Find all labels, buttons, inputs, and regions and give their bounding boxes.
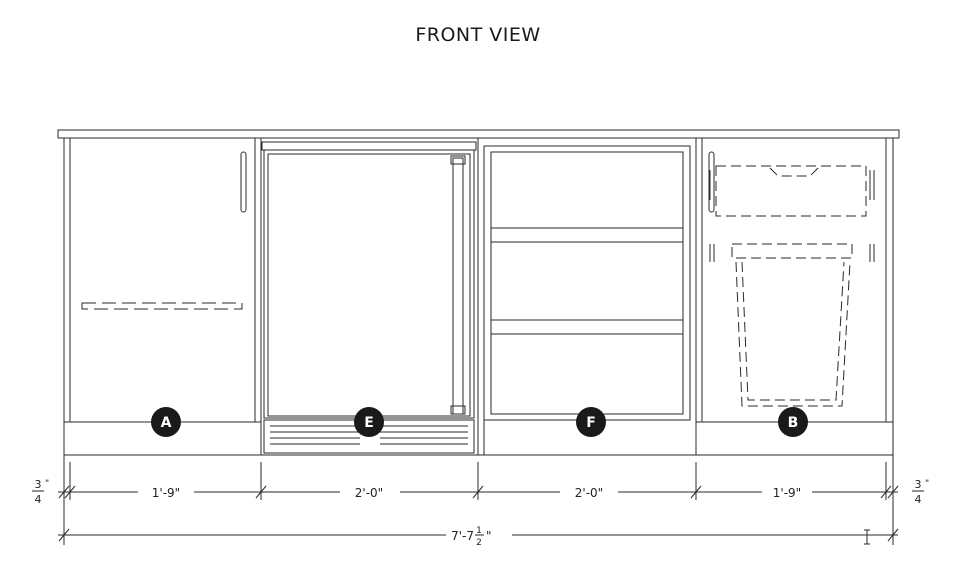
svg-text:B: B [788, 415, 799, 431]
fridge-handle [452, 157, 464, 415]
svg-text:": " [486, 529, 492, 543]
dim-left-overhang: 3 " 4 [32, 478, 49, 506]
countertop [57, 129, 900, 139]
svg-text:F: F [586, 415, 596, 431]
svg-text:E: E [364, 415, 374, 431]
drawing-title: FRONT VIEW [415, 24, 541, 46]
dim-section-b: 1'-9" [773, 486, 801, 500]
svg-text:": " [45, 479, 49, 489]
hidden-shelf [81, 302, 243, 310]
svg-text:4: 4 [35, 493, 42, 506]
section-e-refrigerator [261, 141, 477, 454]
dim-section-a: 1'-9" [152, 486, 180, 500]
svg-text:7'-7: 7'-7 [451, 529, 474, 543]
badge-f: F [576, 407, 606, 437]
badge-e: E [354, 407, 384, 437]
svg-text:1: 1 [476, 526, 482, 536]
dim-right-overhang: 3 " 4 [912, 478, 929, 506]
svg-text:3: 3 [915, 478, 922, 491]
dimension-lines [58, 435, 899, 545]
svg-text:2: 2 [476, 538, 482, 548]
badge-a: A [151, 407, 181, 437]
svg-text:3: 3 [35, 478, 42, 491]
svg-text:4: 4 [915, 493, 922, 506]
door-handle [240, 151, 247, 213]
dim-total-width: 7'-7 1 2 " [451, 526, 491, 548]
dim-section-f: 2'-0" [575, 486, 603, 500]
badge-b: B [778, 407, 808, 437]
dim-section-e: 2'-0" [355, 486, 383, 500]
section-b-trash-pullout [701, 137, 887, 423]
section-a-door [69, 137, 256, 423]
text-cursor-icon [864, 529, 870, 545]
svg-text:": " [925, 479, 929, 489]
svg-text:A: A [161, 415, 172, 431]
